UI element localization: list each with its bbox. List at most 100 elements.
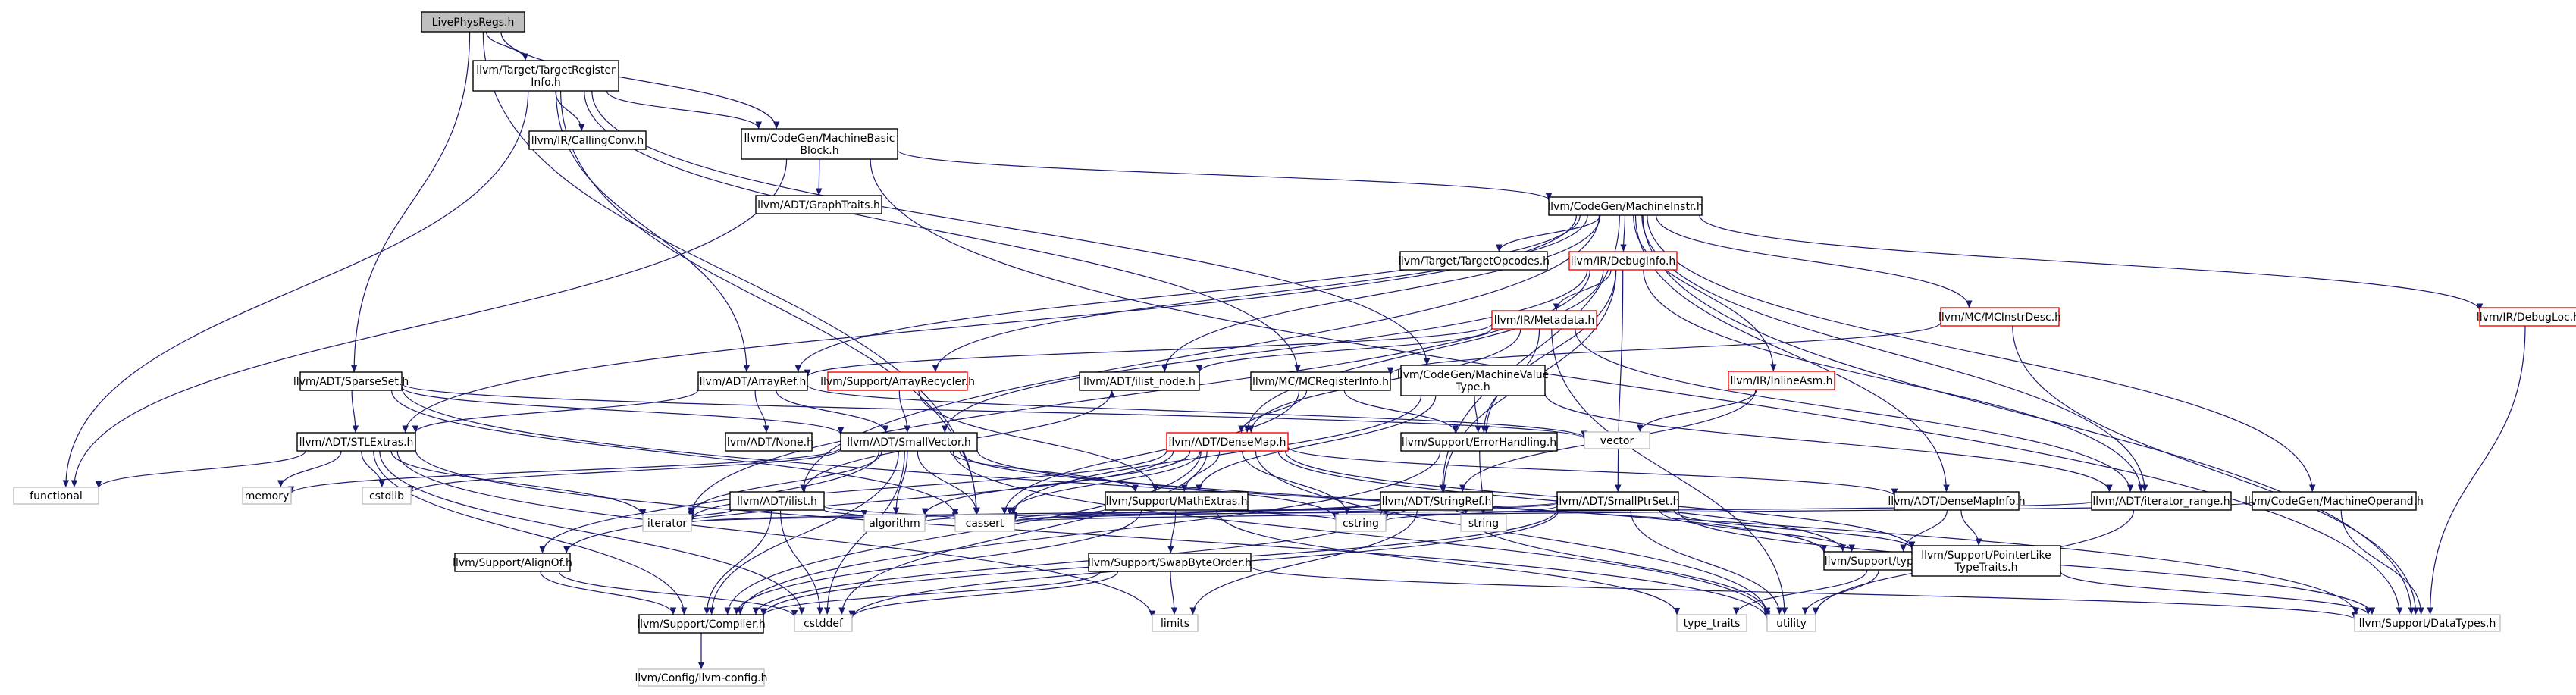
- node-cc-box: [528, 130, 647, 150]
- node-md[interactable]: llvm/IR/Metadata.h: [1491, 310, 1597, 330]
- node-itr[interactable]: llvm/ADT/iterator_range.h: [2091, 491, 2232, 511]
- node-utility-label: utility: [1776, 618, 1807, 630]
- edge-ss-to-cassert: [391, 390, 959, 517]
- node-ar[interactable]: llvm/ADT/ArrayRef.h: [697, 371, 808, 391]
- node-ptl-label: llvm/Support/PointerLike: [1921, 549, 2051, 562]
- node-dl[interactable]: llvm/IR/DebugLoc.h: [2477, 307, 2576, 327]
- node-stl[interactable]: llvm/ADT/STLExtras.h: [296, 432, 416, 452]
- node-root-label: LivePhysRegs.h: [432, 17, 515, 29]
- node-fn-box: [13, 487, 99, 505]
- edge-dbg-to-itr: [1643, 269, 2145, 493]
- edge-mi-to-ar: [794, 214, 1581, 373]
- edge-mi-to-mcid: [1656, 214, 1973, 308]
- node-mi[interactable]: llvm/CodeGen/MachineInstr.h: [1547, 196, 1703, 216]
- node-sr-label: llvm/ADT/StringRef.h: [1382, 496, 1492, 508]
- node-fn-label: functional: [30, 490, 83, 502]
- edge-sps-to-ptl: [1673, 509, 1916, 549]
- edge-root-to-mbb: [500, 31, 780, 130]
- node-dmi[interactable]: llvm/ADT/DenseMapInfo.h: [1888, 491, 2026, 511]
- node-dl-box: [2479, 307, 2576, 327]
- node-mvt-label: llvm/CodeGen/MachineValue: [1397, 369, 1549, 381]
- node-mcri[interactable]: llvm/MC/MCRegisterInfo.h: [1250, 371, 1391, 391]
- node-ia[interactable]: llvm/IR/InlineAsm.h: [1728, 371, 1835, 390]
- node-fn: functional: [13, 487, 99, 505]
- node-gt[interactable]: llvm/ADT/GraphTraits.h: [755, 195, 882, 214]
- node-sbo-box: [1088, 553, 1252, 572]
- node-string: string: [1460, 514, 1507, 532]
- node-mo[interactable]: llvm/CodeGen/MachineOperand.h: [2245, 491, 2424, 511]
- node-eh-box: [1400, 432, 1558, 452]
- node-ao[interactable]: llvm/Support/AlignOf.h: [453, 553, 572, 572]
- node-tri-box: [472, 60, 619, 92]
- edge-dbg-to-sps: [1614, 269, 1624, 493]
- node-limits-label: limits: [1161, 618, 1189, 630]
- node-mcid-box: [1940, 307, 2060, 327]
- node-mo-label: llvm/CodeGen/MachineOperand.h: [2245, 496, 2424, 508]
- node-mbb-box: [741, 128, 898, 160]
- node-dm[interactable]: llvm/ADT/DenseMap.h: [1166, 432, 1289, 452]
- edge-mcid-to-dt: [2012, 325, 2419, 615]
- edge-stl-to-limits: [396, 450, 1156, 618]
- edge-dbg-to-eh: [1483, 269, 1617, 434]
- edge-layer: [62, 31, 2526, 669]
- node-limits-box: [1152, 614, 1199, 632]
- node-iter-box: [642, 514, 692, 532]
- node-eh-label: llvm/Support/ErrorHandling.h: [1402, 437, 1556, 449]
- node-cstddef-box: [794, 614, 853, 632]
- node-eh[interactable]: llvm/Support/ErrorHandling.h: [1400, 432, 1558, 452]
- edge-mbb-to-mi: [897, 149, 1553, 201]
- node-sv[interactable]: llvm/ADT/SmallVector.h: [840, 432, 978, 452]
- node-cstdlib: cstdlib: [362, 487, 412, 505]
- edge-sbo-to-dt: [1250, 565, 2358, 620]
- node-ss-box: [299, 371, 403, 391]
- node-sr-box: [1380, 491, 1493, 511]
- node-cassert-label: cassert: [966, 518, 1004, 530]
- node-tri-label: Info.h: [531, 77, 561, 89]
- edge-dm-to-utility: [1255, 450, 1771, 615]
- node-mo-box: [2252, 491, 2417, 511]
- edge-sv-to-mex: [949, 450, 1139, 493]
- node-string-box: [1460, 514, 1507, 532]
- edge-dbg-to-sv: [942, 269, 1588, 434]
- node-stl-box: [296, 432, 416, 452]
- node-arc[interactable]: llvm/Support/ArrayRecycler.h: [820, 371, 975, 391]
- node-ss[interactable]: llvm/ADT/SparseSet.h: [293, 371, 409, 391]
- node-sv-box: [840, 432, 978, 452]
- edge-mex-to-type_traits: [1216, 509, 1681, 615]
- edge-dm-to-comp: [724, 450, 1202, 615]
- edge-sv-to-alg: [892, 450, 908, 515]
- node-stl-label: llvm/ADT/STLExtras.h: [299, 437, 414, 449]
- edge-md-to-ar: [804, 323, 1493, 377]
- node-root[interactable]: LivePhysRegs.h: [421, 11, 525, 33]
- node-tto[interactable]: llvm/Target/TargetOpcodes.h: [1398, 251, 1550, 271]
- edge-ia-to-vec: [1636, 389, 1757, 433]
- node-sbo[interactable]: llvm/Support/SwapByteOrder.h: [1088, 553, 1252, 572]
- edge-ar-to-sv: [776, 390, 889, 434]
- node-sps[interactable]: llvm/ADT/SmallPtrSet.h: [1556, 491, 1680, 511]
- node-ss-label: llvm/ADT/SparseSet.h: [293, 376, 409, 388]
- node-type_traits-box: [1676, 614, 1747, 632]
- edge-stl-to-utility: [415, 449, 1771, 621]
- node-iln[interactable]: llvm/ADT/ilist_node.h: [1079, 371, 1200, 391]
- node-sv-label: llvm/ADT/SmallVector.h: [847, 437, 971, 449]
- node-sr[interactable]: llvm/ADT/StringRef.h: [1380, 491, 1493, 511]
- edge-sv-to-comp: [708, 450, 899, 615]
- node-ar-label: llvm/ADT/ArrayRef.h: [700, 376, 807, 388]
- node-none[interactable]: llvm/ADT/None.h: [724, 432, 813, 452]
- node-comp[interactable]: llvm/Support/Compiler.h: [637, 614, 766, 634]
- node-cstddef: cstddef: [794, 614, 853, 632]
- node-mex[interactable]: llvm/Support/MathExtras.h: [1105, 491, 1249, 511]
- node-dbg[interactable]: llvm/IR/DebugInfo.h: [1568, 251, 1678, 271]
- node-cc[interactable]: llvm/IR/CallingConv.h: [528, 130, 647, 150]
- node-mcid[interactable]: llvm/MC/MCInstrDesc.h: [1938, 307, 2061, 327]
- edge-sv-to-cassert: [917, 450, 981, 515]
- node-il[interactable]: llvm/ADT/ilist.h: [729, 491, 825, 511]
- node-dt-box: [2354, 614, 2501, 632]
- node-cstdlib-label: cstdlib: [369, 490, 404, 502]
- node-ptl-label: TypeTraits.h: [1954, 562, 2018, 574]
- edge-sr-to-limits: [1189, 509, 1418, 615]
